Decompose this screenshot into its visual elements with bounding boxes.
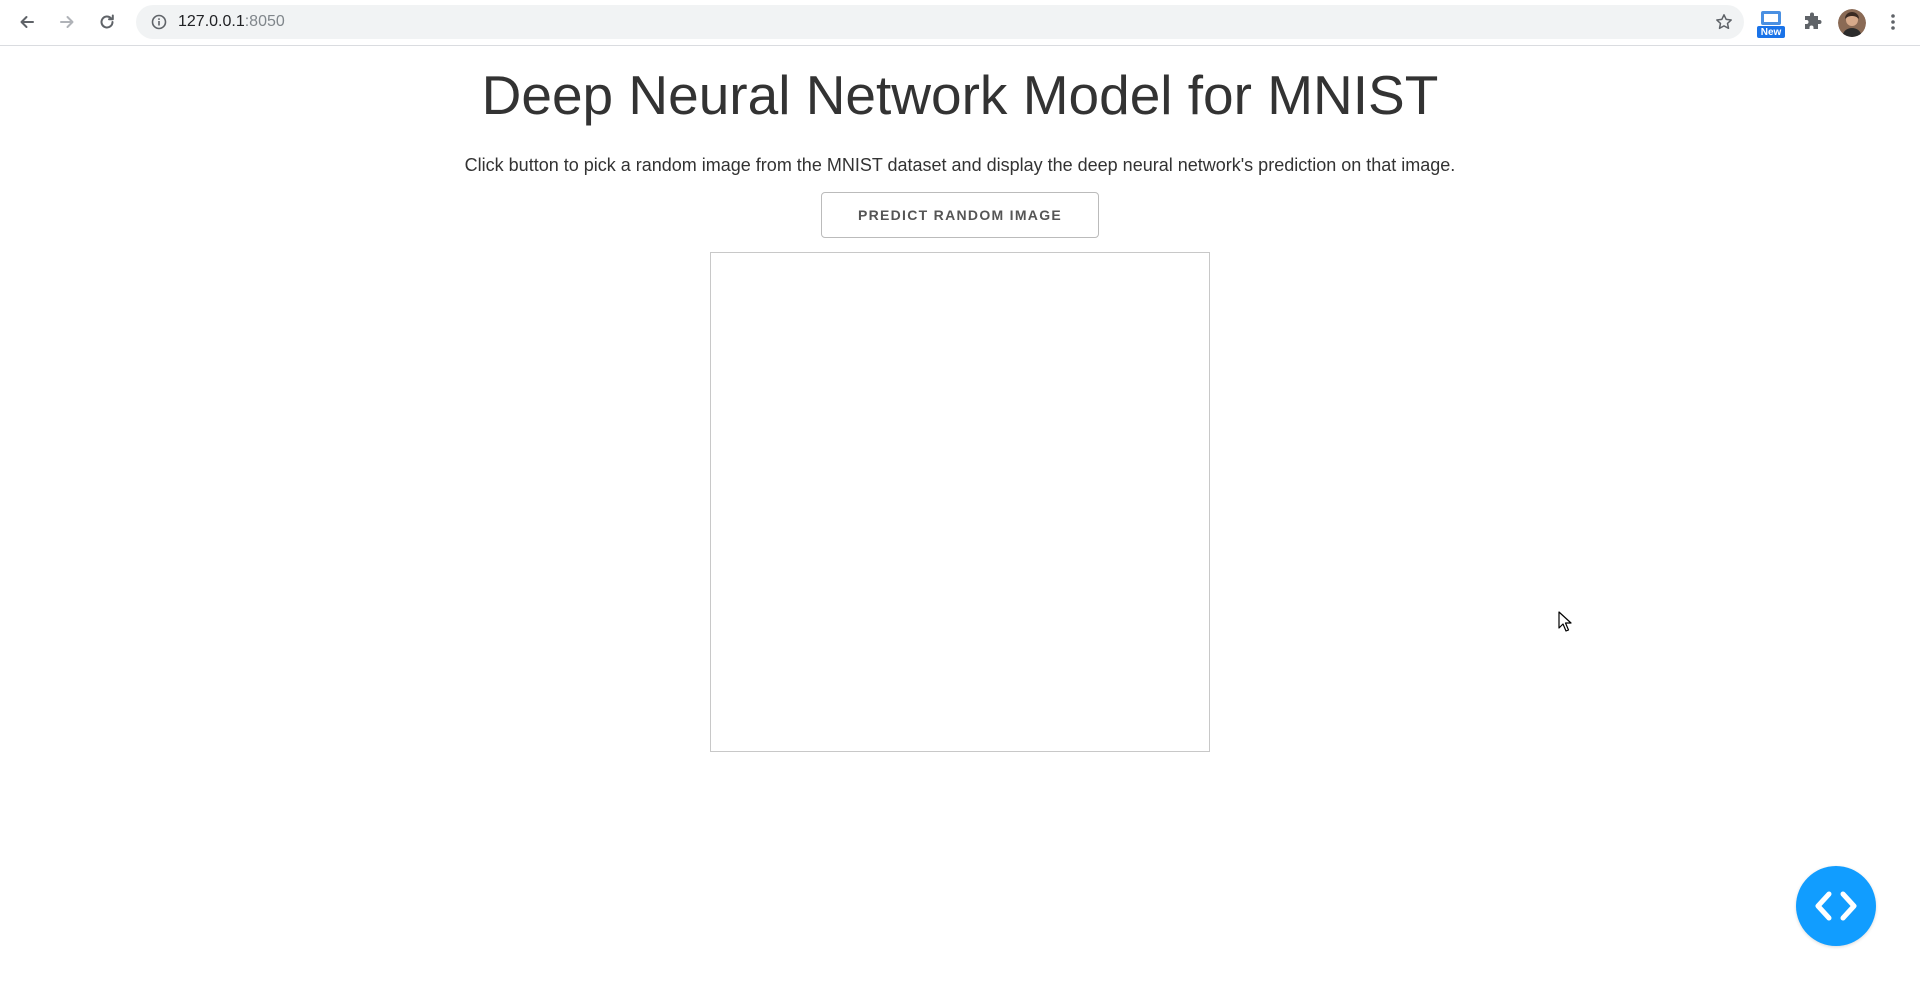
predict-random-image-button[interactable]: PREDICT RANDOM IMAGE — [821, 192, 1099, 238]
code-brackets-icon — [1815, 891, 1857, 921]
url-port: :8050 — [244, 13, 285, 30]
dash-app: Deep Neural Network Model for MNIST Clic… — [0, 46, 1920, 988]
prediction-image-panel — [710, 252, 1210, 752]
back-button[interactable] — [12, 7, 42, 37]
reload-icon — [100, 14, 114, 29]
url-host: 127.0.0.1 — [178, 13, 245, 30]
dash-devtools-button[interactable] — [1796, 866, 1876, 946]
avatar-icon — [1838, 9, 1866, 37]
info-icon[interactable] — [150, 13, 168, 31]
url-text[interactable]: 127.0.0.1:8050 — [178, 13, 285, 31]
address-bar[interactable]: 127.0.0.1:8050 — [136, 5, 1744, 39]
browser-toolbar: 127.0.0.1:8050 New — [0, 0, 1920, 46]
profile-avatar[interactable] — [1838, 9, 1866, 37]
extension-badge-label: New — [1760, 27, 1782, 38]
mouse-cursor-icon — [1558, 611, 1572, 632]
puzzle-icon[interactable] — [1802, 11, 1824, 33]
page-title: Deep Neural Network Model for MNIST — [481, 64, 1439, 126]
new-extension-button[interactable]: New — [1756, 9, 1786, 39]
arrow-left-icon — [20, 16, 34, 28]
page-description: Click button to pick a random image from… — [464, 155, 1456, 175]
kebab-menu-icon[interactable] — [1882, 11, 1904, 33]
reload-button[interactable] — [92, 7, 122, 37]
star-icon[interactable] — [1714, 12, 1734, 32]
arrow-right-icon — [60, 16, 74, 28]
forward-button[interactable] — [52, 7, 82, 37]
new-extension-icon — [1757, 11, 1785, 38]
